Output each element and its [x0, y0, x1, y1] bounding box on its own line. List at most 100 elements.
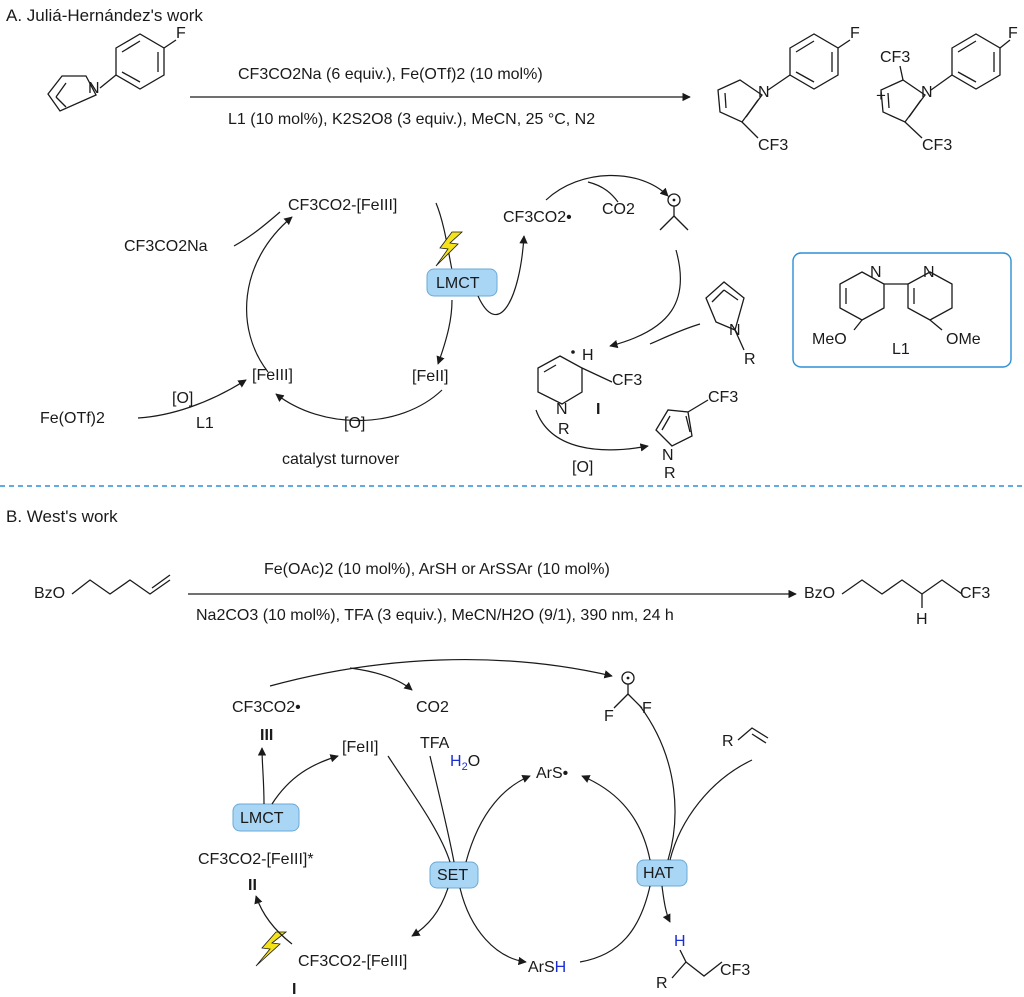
radical-addition-arrow [609, 249, 682, 349]
ligand-l1-label: L1 [196, 415, 214, 432]
set-label: SET [437, 867, 468, 884]
light-bolt-icon-b [255, 931, 288, 967]
alkene-r: R [722, 733, 734, 750]
trifluoroacetoxy-radical: CF3CO2• [503, 209, 572, 226]
iron-triflate: Fe(OTf)2 [40, 410, 105, 427]
product-bzo: BzO [804, 585, 835, 602]
co2-release-arrow-b [349, 667, 413, 691]
conditions-b-bottom: Na2CO3 (10 mol%), TFA (3 equiv.), MeCN/H… [196, 607, 674, 624]
atom-f: F [850, 25, 860, 42]
panel-b-title: B. West's work [6, 507, 118, 526]
fe-iii-trifluoroacetate: CF3CO2-[FeIII] [288, 197, 397, 214]
cycle-arc-left [245, 216, 293, 373]
sodium-trifluoroacetate: CF3CO2Na [124, 238, 208, 255]
product-bis-cf3: N F CF3 CF3 [880, 25, 1018, 154]
atom-n: N [662, 447, 674, 464]
cf3-group: CF3 [758, 137, 788, 154]
cf3-group: CF3 [708, 389, 738, 406]
conditions-a-top: CF3CO2Na (6 equiv.), Fe(OTf)2 (10 mol%) [238, 66, 543, 83]
label-i: I [292, 981, 296, 997]
product-cf3: CF3 [960, 585, 990, 602]
atom-n: N [729, 322, 741, 339]
catalyst-turnover-label: catalyst turnover [282, 451, 400, 468]
atom-f: F [604, 708, 614, 725]
substrate-bzo: BzO [34, 585, 65, 602]
decarboxylation-arrow [545, 174, 669, 201]
co2-b: CO2 [416, 699, 449, 716]
atom-n: N [88, 80, 100, 97]
atom-f: F [1008, 25, 1018, 42]
product-h: H [916, 611, 928, 628]
cycle-arc-right [436, 299, 453, 365]
atom-n: N [556, 401, 568, 418]
cf3-end: CF3 [720, 962, 750, 979]
panel-a-title: A. Juliá-Hernández's work [6, 6, 203, 25]
atom-h: H [582, 347, 594, 364]
lmct-to-radical-arrow [257, 747, 267, 805]
lmct-label: LMCT [436, 275, 480, 292]
carbon-dioxide: CO2 [602, 201, 635, 218]
cycle-arc-top-right [435, 202, 453, 271]
fe-ii-species-b: [FeII] [342, 739, 378, 756]
n-substituted-pyrrole: N R [705, 281, 756, 368]
hat-out-product [661, 885, 671, 923]
substrate-chain [71, 579, 171, 595]
water-h: H2O [450, 753, 480, 773]
alkene-into-hat [669, 759, 753, 861]
atom-n: N [758, 84, 770, 101]
set-out-fe-iii [411, 887, 449, 937]
fe-iii-species: [FeIII] [252, 367, 293, 384]
product-mono-cf3: N F CF3 [717, 25, 860, 154]
product-2-cf3-pyrrole: CF3 N R [655, 389, 738, 482]
radical-intermediate-i: H CF3 N R I [537, 347, 642, 438]
entry-arrow-cf3co2na [233, 211, 281, 247]
methoxy-right: OMe [946, 331, 981, 348]
oxidant-rearomatize: [O] [572, 459, 593, 476]
set-out-arsh [459, 887, 527, 966]
atom-r: R [656, 975, 668, 992]
cf3-group-top: CF3 [880, 49, 910, 66]
hydrotrifluoromethylated-product: H R CF3 [656, 933, 750, 992]
light-bolt-icon [435, 231, 464, 267]
label-iii: III [260, 727, 273, 744]
set-out-thiyl [465, 775, 531, 863]
hat-out-thiyl [581, 775, 651, 861]
trifluoroacetoxy-radical-b: CF3CO2• [232, 699, 301, 716]
lmct-to-fe-ii-arrow [271, 754, 339, 805]
fe-iii-trifluoroacetate-b: CF3CO2-[FeIII] [298, 953, 407, 970]
excitation-arrow [254, 895, 293, 945]
difluoro-radical-b: F F [604, 671, 652, 725]
ligand-l1-box: N N MeO OMe L1 [792, 252, 1012, 368]
lmct-badge-b [232, 803, 300, 832]
atom-f: F [176, 25, 186, 42]
added-h: H [674, 933, 686, 950]
conditions-a-bottom: L1 (10 mol%), K2S2O8 (3 equiv.), MeCN, 2… [228, 111, 595, 128]
tfa-reagent: TFA [420, 735, 450, 752]
decarboxylation-arrow-b [269, 658, 613, 687]
pyrrole-join-arrow [649, 323, 701, 345]
cf3-group-bottom: CF3 [922, 137, 952, 154]
lmct-release-arrow [477, 235, 528, 316]
methoxy-left: MeO [812, 331, 847, 348]
substrate-double-bond [151, 574, 171, 589]
arylthiyl-radical: ArS• [536, 765, 568, 782]
set-in-tfa [429, 755, 455, 863]
atom-n: N [921, 84, 933, 101]
radical-into-hat [639, 705, 676, 861]
oxidant-left: [O] [172, 390, 193, 407]
cycle-arc-bottom [275, 389, 443, 422]
start-material-fluorophenylpyrrole: N F [47, 25, 186, 112]
oxidation-arrow [535, 409, 649, 452]
ligand-box-label: L1 [892, 341, 910, 358]
conditions-b-top: Fe(OAc)2 (10 mol%), ArSH or ArSSAr (10 m… [264, 561, 610, 578]
arsh-ars-part: ArSH [528, 959, 566, 976]
oxidant-bottom: [O] [344, 415, 365, 432]
atom-n: N [870, 264, 882, 281]
atom-r: R [664, 465, 676, 482]
alkene-double-bond [751, 733, 767, 744]
alkene-chain [737, 727, 769, 741]
excited-fe-iii-complex: CF3CO2-[FeIII]* [198, 851, 314, 868]
label-ii: II [248, 877, 257, 894]
